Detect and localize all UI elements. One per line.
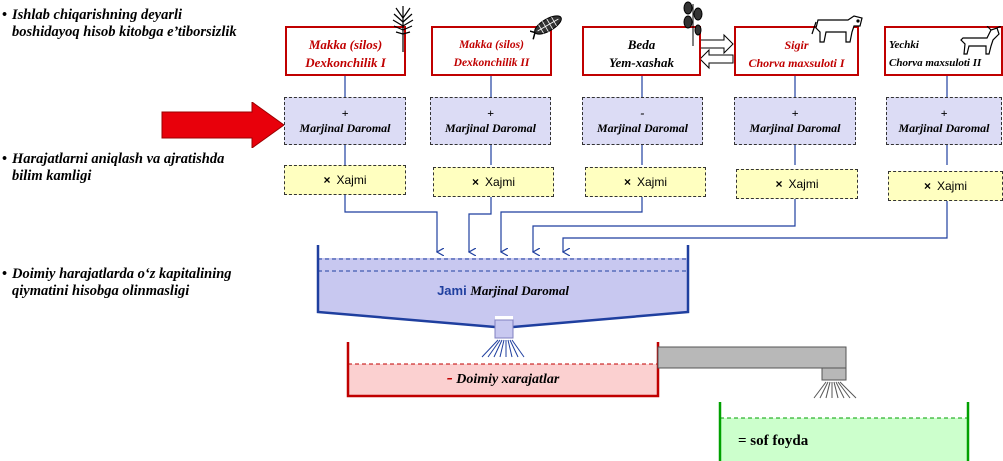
margin-box-3: - Marjinal Daromal: [582, 97, 703, 145]
margin-sign-3: -: [640, 106, 645, 120]
margin-box-5: + Marjinal Daromal: [886, 97, 1002, 145]
wheat-icon: [392, 6, 414, 52]
goat-icon: [960, 26, 1002, 55]
fixed-costs-sign: -: [446, 367, 453, 387]
margin-sign-4: +: [791, 106, 799, 120]
bullet-2-text: Harajatlarni aniqlash va ajratishda bili…: [12, 151, 225, 184]
category-4-line1: Sigir: [784, 38, 809, 52]
cow-icon: [811, 15, 863, 43]
corn-icon: [530, 15, 562, 40]
margin-label-3: Marjinal Daromal: [596, 121, 689, 135]
fixed-costs-label: - Doimiy xarajatlar: [348, 367, 658, 388]
volume-label-5: Xajmi: [937, 179, 968, 193]
margin-sign-2: +: [487, 106, 494, 120]
margin-sign-5: +: [940, 106, 948, 120]
category-4-line2: Chorva maxsuloti I: [748, 56, 845, 70]
category-5-line1: Yechki: [889, 39, 919, 51]
bullet-3-text: Doimiy harajatlarda o‘z kapitalining qiy…: [12, 266, 232, 299]
bullet-1-text: Ishlab chiqarishning deyarli boshidayoq …: [12, 7, 237, 40]
times-icon: ×: [323, 173, 331, 187]
category-box-1: Makka (silos) Dexkonchilik I: [285, 26, 406, 76]
alfalfa-icon: [683, 1, 703, 46]
profit-label: = sof foyda: [738, 433, 809, 449]
margin-label-1: Marjinal Daromal: [299, 121, 391, 135]
category-3-line1: Beda: [627, 37, 656, 52]
pool-prefix: Jami: [437, 283, 467, 298]
bullet-1: • Ishlab chiqarishning deyarli boshidayo…: [2, 7, 237, 40]
pool-text: Marjinal Daromal: [470, 283, 569, 298]
margin-sign-1: +: [341, 106, 349, 120]
volume-box-3: × Xajmi: [585, 167, 706, 197]
category-3-line2: Yem-xashak: [609, 55, 674, 70]
category-1-line1: Makka (silos): [308, 37, 383, 52]
category-5-line2: Chorva maxsuloti II: [889, 57, 982, 69]
pool-label: Jami Marjinal Daromal: [318, 283, 688, 299]
volume-label-2: Xajmi: [485, 175, 516, 189]
category-1-line2: Dexkonchilik I: [305, 55, 386, 70]
volume-label-3: Xajmi: [637, 175, 668, 189]
margin-label-2: Marjinal Daromal: [444, 121, 537, 135]
volume-label-4: Xajmi: [788, 177, 819, 191]
bullet-2: • Harajatlarni aniqlash va ajratishda bi…: [2, 151, 225, 184]
margin-box-1: + Marjinal Daromal: [284, 97, 406, 145]
bullet-3: • Doimiy harajatlarda o‘z kapitalining q…: [2, 266, 232, 299]
volume-box-2: × Xajmi: [433, 167, 554, 197]
category-2-line2: Dexkonchilik II: [453, 57, 530, 69]
category-2-line1: Makka (silos): [459, 39, 524, 51]
margin-box-2: + Marjinal Daromal: [430, 97, 551, 145]
category-box-5: Yechki Chorva maxsuloti II: [884, 26, 1003, 76]
category-box-4: Sigir Chorva maxsuloti I: [734, 26, 859, 76]
volume-label-1: Xajmi: [336, 173, 367, 187]
category-box-2: Makka (silos) Dexkonchilik II: [431, 26, 552, 76]
volume-box-5: × Xajmi: [888, 171, 1003, 201]
margin-box-4: + Marjinal Daromal: [734, 97, 856, 145]
times-icon: ×: [923, 179, 931, 193]
times-icon: ×: [775, 177, 783, 191]
fixed-costs-text: Doimiy xarajatlar: [456, 372, 560, 387]
margin-label-5: Marjinal Daromal: [898, 121, 990, 135]
times-icon: ×: [471, 175, 479, 189]
margin-label-4: Marjinal Daromal: [749, 121, 841, 135]
volume-box-4: × Xajmi: [736, 169, 858, 199]
volume-box-1: × Xajmi: [284, 165, 406, 195]
red-arrow-icon: [161, 102, 285, 148]
category-box-3: Beda Yem-xashak: [582, 26, 701, 76]
times-icon: ×: [623, 175, 631, 189]
